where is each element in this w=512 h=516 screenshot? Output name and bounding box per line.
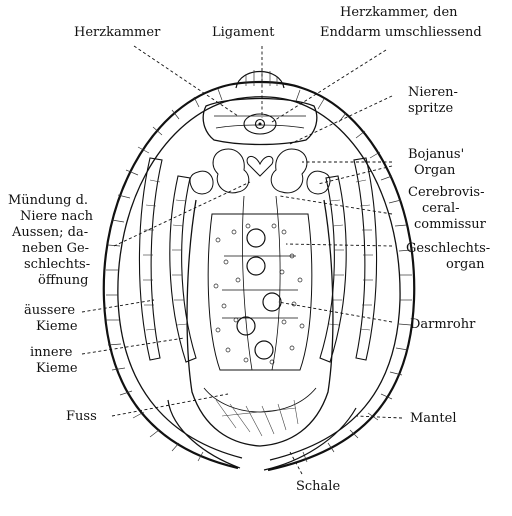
bojanus-organ [190,149,330,194]
intestine-loops [237,229,281,359]
label-muendung-2: Niere nach [20,209,94,224]
label-cerebrovisceral-1: Cerebrovis- [408,185,484,200]
label-muendung-1: Mündung d. [8,193,88,208]
label-schale: Schale [296,479,340,494]
label-fuss: Fuss [66,409,97,424]
label-innere-kieme-1: innere [30,345,73,360]
label-aeussere-kieme-1: äussere [24,303,75,318]
label-muendung-3: Aussen; da- [11,225,88,240]
mantle-lips [168,400,356,470]
label-muendung-4: neben Ge- [22,241,89,256]
gonad-visceral-mass [208,196,312,370]
labels: Herzkammer Ligament Herzkammer, den Endd… [8,5,490,494]
label-bojanus-2: Organ [414,163,456,178]
central-heart-shape [247,156,273,176]
label-cerebrovisceral-3: commissur [414,217,487,232]
label-herzkammer: Herzkammer [74,25,161,40]
label-bojanus-1: Bojanus' [408,147,464,162]
label-muendung-6: öffnung [38,273,89,288]
label-aeussere-kieme-2: Kieme [36,319,78,334]
label-geschlechtsorgan-2: organ [446,257,485,272]
label-darmrohr: Darmrohr [410,317,476,332]
shell [104,69,414,470]
label-cerebrovisceral-2: ceral- [422,201,460,216]
label-mantel: Mantel [410,411,457,426]
label-muendung-5: schlechts- [24,257,90,272]
label-innere-kieme-2: Kieme [36,361,78,376]
label-herzkammer-enddarm-1: Herzkammer, den [340,5,458,20]
label-geschlechtsorgan-1: Geschlechts- [406,241,490,256]
label-herzkammer-enddarm-2: Enddarm umschliessend [320,25,482,40]
label-ligament: Ligament [212,25,275,40]
label-nierenspritze-1: Nieren- [408,85,458,100]
label-nierenspritze-2: spritze [408,101,453,116]
foot [187,200,333,446]
inner-gills [170,176,346,362]
pericardium [203,99,317,145]
